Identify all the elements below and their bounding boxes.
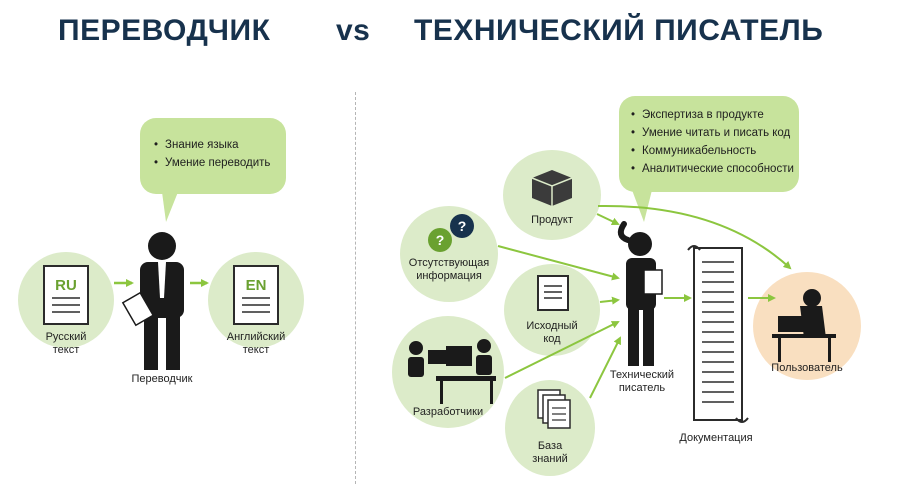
question-mark: ? (436, 232, 445, 248)
arrow-product (596, 213, 620, 226)
arrow-kb (589, 336, 621, 399)
arrow-missing-info (497, 245, 620, 281)
arrow-developers (504, 321, 620, 379)
translator-skills-bubble: Знание языка Умение переводить (140, 118, 286, 194)
missing-info-circle (400, 206, 498, 302)
technical-writer-icon (617, 221, 663, 366)
ru-code: RU (55, 277, 77, 294)
skill-item: Знание языка (154, 136, 286, 154)
bubble-tail (162, 192, 178, 222)
translator-label: Переводчик (131, 373, 193, 385)
arrow-product-to-user (597, 204, 792, 270)
english-scroll-icon (233, 265, 279, 325)
arrow-code (599, 296, 620, 305)
documentation-label: Документация (679, 432, 753, 444)
translator-person-icon (121, 232, 184, 370)
question-icon (428, 214, 474, 252)
writer-skills-bubble: Экспертиза в продукте Умение читать и пи… (619, 96, 799, 192)
box-icon (531, 170, 573, 206)
writer-heading: ТЕХНИЧЕСКИЙ ПИСАТЕЛЬ (414, 14, 824, 47)
bubble-tail (632, 190, 652, 222)
skill-item: Умение читать и писать код (631, 124, 799, 142)
user-label: Пользователь (771, 362, 843, 374)
vs-heading: vs (336, 14, 371, 47)
documents-icon (537, 389, 571, 429)
skill-item: Экспертиза в продукте (631, 106, 799, 124)
documentation-scroll-icon (687, 245, 749, 423)
en-code: EN (246, 277, 267, 294)
russian-scroll-icon (43, 265, 89, 325)
developers-icon (408, 339, 496, 404)
product-label: Продукт (531, 214, 573, 226)
user-at-computer-icon (772, 289, 836, 362)
skill-item: Аналитические способности (631, 160, 799, 178)
developers-label: Разработчики (412, 406, 484, 418)
dashed-divider (355, 92, 356, 484)
code-scroll-icon (537, 275, 569, 311)
translator-heading: ПЕРЕВОДЧИК (58, 14, 271, 47)
skill-item: Умение переводить (154, 154, 286, 172)
question-mark: ? (458, 218, 467, 234)
skill-item: Коммуникабельность (631, 142, 799, 160)
